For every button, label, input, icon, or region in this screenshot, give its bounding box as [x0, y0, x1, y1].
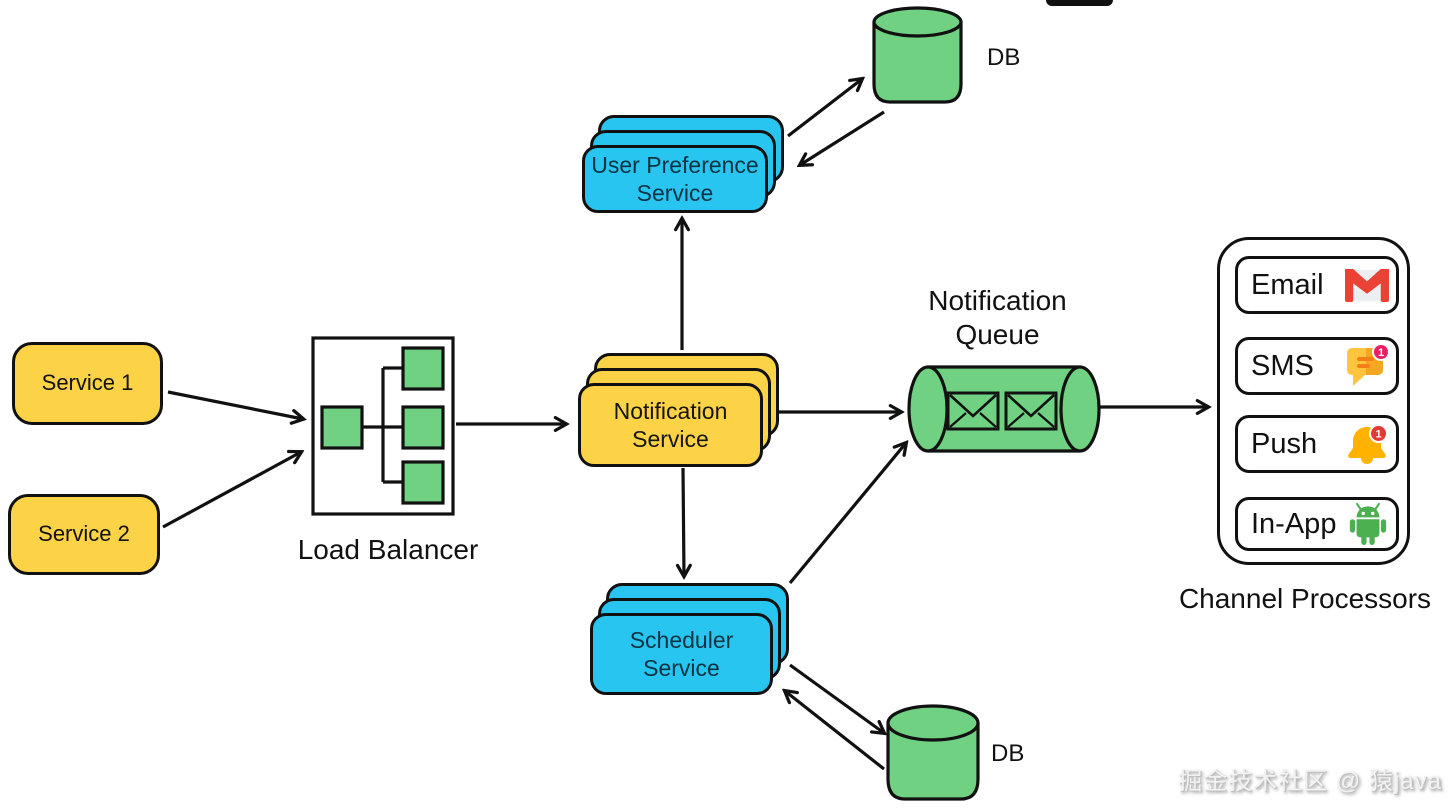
service1-label: Service 1	[41, 370, 134, 396]
db-bottom-cylinder	[886, 704, 980, 801]
lb-square	[401, 405, 445, 450]
node-scheduler-service: Scheduler Service	[590, 583, 789, 695]
channel-item-sms: SMS 1	[1235, 337, 1399, 395]
edge-db-to-user-preference	[800, 110, 885, 165]
stack-layer-front: User Preference Service	[582, 145, 768, 213]
load-balancer-label: Load Balancer	[297, 534, 479, 565]
db-top-cylinder	[872, 6, 963, 104]
channel-processors-panel: Email SMS 1	[1217, 237, 1410, 565]
lb-square	[401, 346, 445, 391]
push-label: Push	[1251, 427, 1318, 460]
bell-icon: 1	[1345, 422, 1389, 466]
cropped-shape-fragment	[1046, 0, 1113, 6]
edge-scheduler-to-queue	[788, 443, 906, 585]
android-icon	[1347, 502, 1389, 546]
edge-notification-to-scheduler	[683, 467, 684, 576]
channel-item-inapp: In-App	[1235, 497, 1399, 551]
edge-service2-to-loadbalancer	[162, 452, 301, 529]
user-preference-label-line1: User Preference	[591, 151, 759, 178]
notification-service-label-line2: Service	[632, 426, 709, 452]
lb-square	[320, 405, 364, 450]
message-envelope-icon	[1004, 391, 1058, 431]
inapp-label: In-App	[1251, 507, 1337, 540]
stack-layer-front: Notification Service	[578, 383, 763, 467]
node-service-2: Service 2	[8, 494, 160, 575]
edge-service1-to-loadbalancer	[167, 390, 303, 419]
edge-db-to-scheduler	[785, 691, 885, 771]
channel-processors-label: Channel Processors	[1178, 583, 1432, 614]
email-label: Email	[1251, 268, 1324, 301]
push-badge-count: 1	[1375, 429, 1381, 441]
stack-layer-front: Scheduler Service	[590, 613, 773, 695]
sms-chat-icon: 1	[1345, 344, 1389, 388]
scheduler-label-line1: Scheduler	[629, 626, 734, 653]
lb-square	[401, 460, 445, 505]
gmail-icon	[1345, 268, 1389, 302]
node-notification-service: Notification Service	[578, 353, 779, 467]
message-envelope-icon	[946, 391, 1000, 431]
db-top-label: DB	[987, 44, 1021, 71]
load-balancer-node	[311, 336, 455, 516]
sms-badge-count: 1	[1378, 347, 1384, 359]
channel-item-email: Email	[1235, 256, 1399, 314]
edge-user-preference-to-db	[787, 79, 862, 138]
user-preference-label-line2: Service	[636, 180, 714, 206]
db-bottom-label: DB	[991, 740, 1025, 767]
node-user-preference-service: User Preference Service	[582, 115, 784, 213]
queue-label-line1: Notification	[928, 285, 1067, 316]
channel-item-push: Push 1	[1235, 415, 1399, 473]
sms-badge	[1372, 344, 1389, 361]
node-service-1: Service 1	[12, 342, 163, 425]
watermark: 掘金技术社区 @ 猿java	[1178, 768, 1442, 795]
notification-queue-node	[907, 365, 1101, 453]
scheduler-label-line2: Service	[643, 655, 720, 681]
notification-queue-label: Notification Queue	[895, 284, 1100, 352]
service2-label: Service 2	[38, 521, 130, 547]
push-badge	[1369, 424, 1388, 443]
queue-label-line2: Queue	[955, 319, 1040, 351]
sms-label: SMS	[1251, 349, 1314, 382]
edge-scheduler-to-db	[789, 663, 884, 733]
notification-service-label-line1: Notification	[613, 397, 728, 424]
